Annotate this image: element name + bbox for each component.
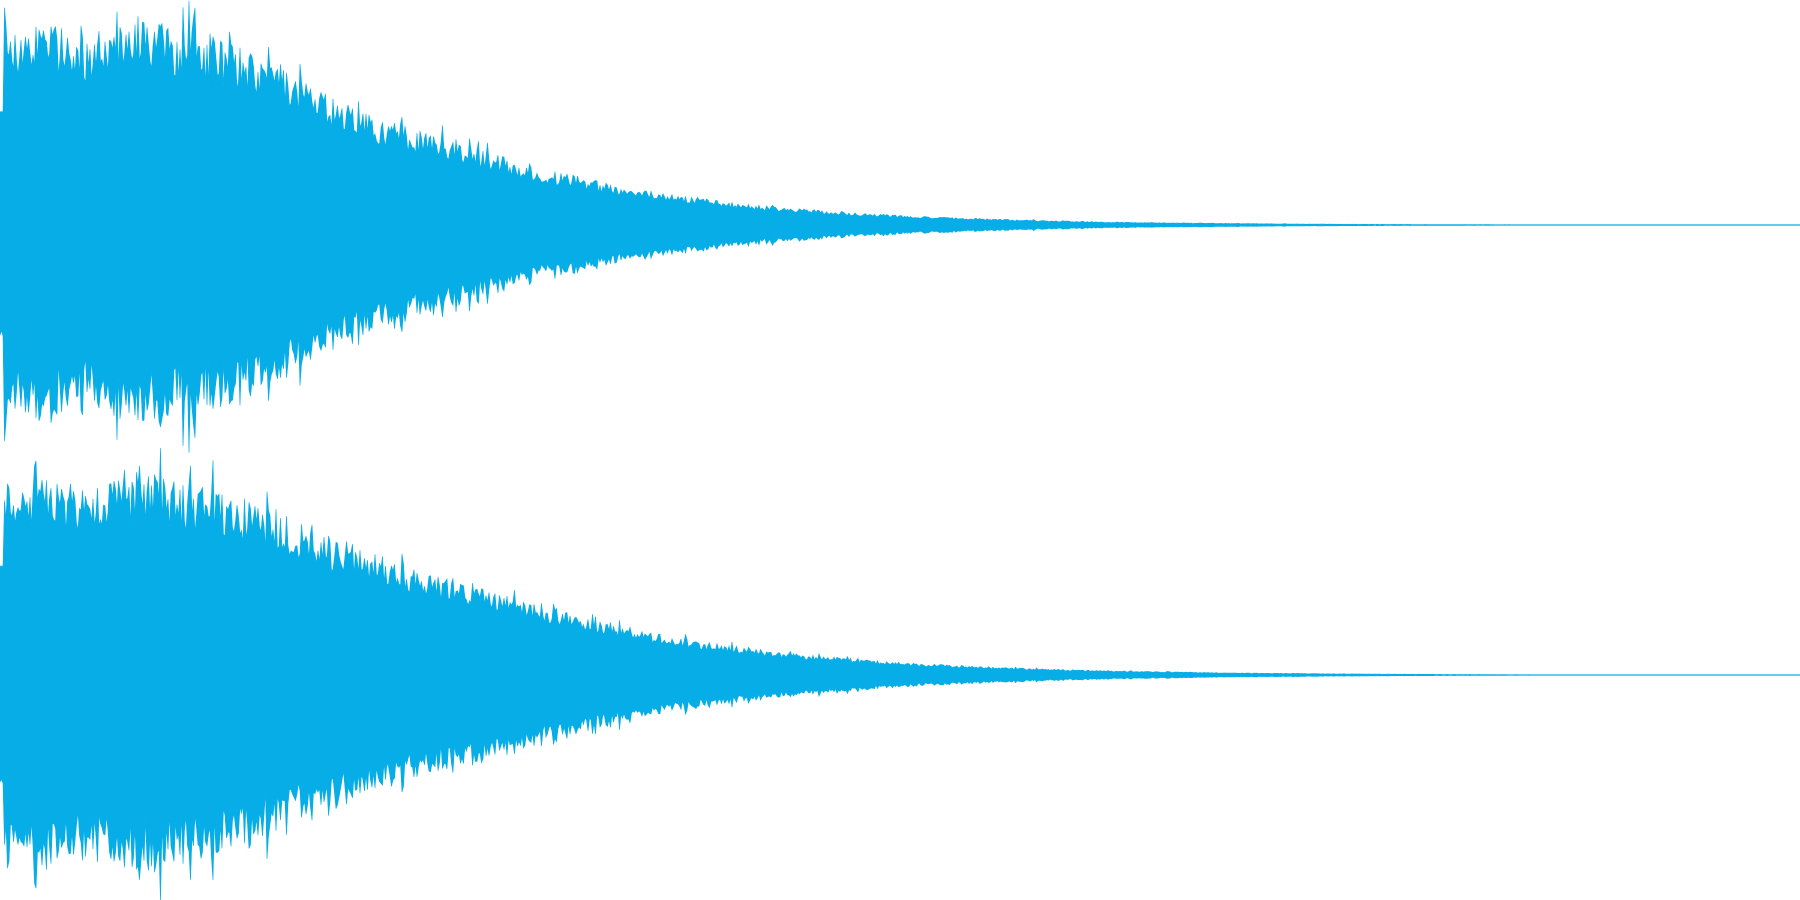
waveform-shape-channel-2	[0, 447, 1800, 900]
waveform-channel-2	[0, 447, 1800, 900]
waveform-channel-1	[0, 0, 1800, 453]
waveform-shape-channel-1	[0, 0, 1800, 453]
